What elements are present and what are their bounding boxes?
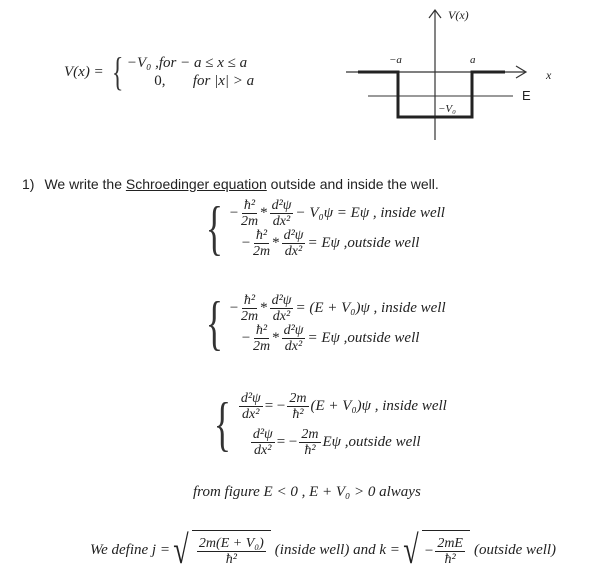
times: * [272, 234, 280, 251]
numerator: ħ² [241, 292, 258, 309]
step-1: 1) We write the Schroedinger equation out… [22, 176, 439, 192]
well-depth-label: −V₀ [438, 103, 456, 115]
brace: { [111, 49, 124, 94]
equals-minus: = − [264, 397, 286, 414]
brace: { [205, 195, 224, 261]
x-axis-arrow [515, 65, 528, 79]
denominator: 2m [240, 308, 259, 324]
figure-note: from figure E < 0 , E + V₀ > 0 always [193, 484, 421, 500]
equation-rest: = Eψ ,outside well [307, 234, 420, 251]
energy-label: E [522, 88, 531, 103]
case-outside-condition: for |x| > a [192, 73, 255, 89]
equation-rest: (E + V₀)ψ , inside well [310, 397, 447, 414]
case-inside: −V₀ ,for − a ≤ x ≤ a [126, 55, 248, 71]
numerator: d²ψ [281, 227, 306, 244]
times: * [272, 329, 280, 346]
numerator: 2mE [435, 536, 465, 552]
equation-rest: = (E + V₀)ψ , inside well [295, 299, 446, 316]
schroedinger-equation-link[interactable]: Schroedinger equation [125, 176, 267, 192]
potential-definition: V(x) = { −V₀ ,for − a ≤ x ≤ a 0, for |x| … [64, 52, 254, 92]
minus: − [424, 543, 434, 559]
definition-line: We define j = √2m(E + V₀)ħ² (inside well… [90, 530, 556, 570]
times: * [260, 204, 268, 221]
brace: { [205, 290, 224, 356]
denominator: 2m [240, 213, 259, 229]
numerator: d²ψ [269, 292, 294, 309]
well-profile [358, 70, 505, 119]
denominator: ħ² [292, 406, 304, 422]
denominator: dx² [272, 213, 291, 229]
y-axis-arrow [428, 9, 442, 19]
right-edge-label: a [470, 54, 476, 66]
numerator: d²ψ [281, 322, 306, 339]
times: * [260, 299, 268, 316]
left-edge-label: −a [389, 54, 402, 66]
x-axis-label: x [546, 68, 552, 82]
minus: − [228, 299, 239, 316]
equation-rest: Eψ ,outside well [322, 433, 421, 450]
y-axis-label: V(x) [448, 8, 469, 22]
denominator: dx² [242, 406, 260, 422]
numerator: ħ² [253, 322, 270, 339]
denominator: ħ² [304, 442, 316, 458]
define-j-prefix: We define j = [90, 541, 170, 558]
define-k-prefix: (inside well) and k = [274, 541, 400, 558]
step-text: We write the [44, 176, 126, 192]
case-outside-value: 0, [154, 73, 166, 89]
equation-rest: − V₀ψ = Eψ , inside well [295, 204, 445, 221]
numerator: 2m [299, 426, 321, 443]
denominator: dx² [284, 243, 303, 259]
step-text-end: outside and inside the well. [266, 176, 439, 192]
denominator: dx² [284, 338, 303, 354]
numerator: 2m [287, 390, 309, 407]
define-k-suffix: (outside well) [473, 541, 557, 558]
potential-lhs: V(x) = [64, 63, 104, 80]
numerator: d²ψ [250, 426, 275, 443]
denominator: 2m [252, 243, 271, 259]
minus: − [240, 329, 251, 346]
equation-rest: = Eψ ,outside well [307, 329, 420, 346]
denominator: dx² [272, 308, 291, 324]
step-number: 1) [22, 176, 35, 192]
denominator: dx² [254, 442, 272, 458]
numerator: d²ψ [238, 390, 263, 407]
denominator: ħ² [444, 552, 456, 567]
numerator: ħ² [241, 197, 258, 214]
denominator: ħ² [225, 552, 237, 567]
numerator: 2m(E + V₀) [196, 536, 266, 552]
minus: − [228, 204, 239, 221]
minus: − [240, 234, 251, 251]
denominator: 2m [252, 338, 271, 354]
equals-minus: = − [276, 433, 298, 450]
brace: { [213, 391, 232, 457]
numerator: ħ² [253, 227, 270, 244]
sqrt-j: √2m(E + V₀)ħ² [170, 530, 271, 570]
numerator: d²ψ [269, 197, 294, 214]
potential-well-graph [346, 9, 528, 140]
